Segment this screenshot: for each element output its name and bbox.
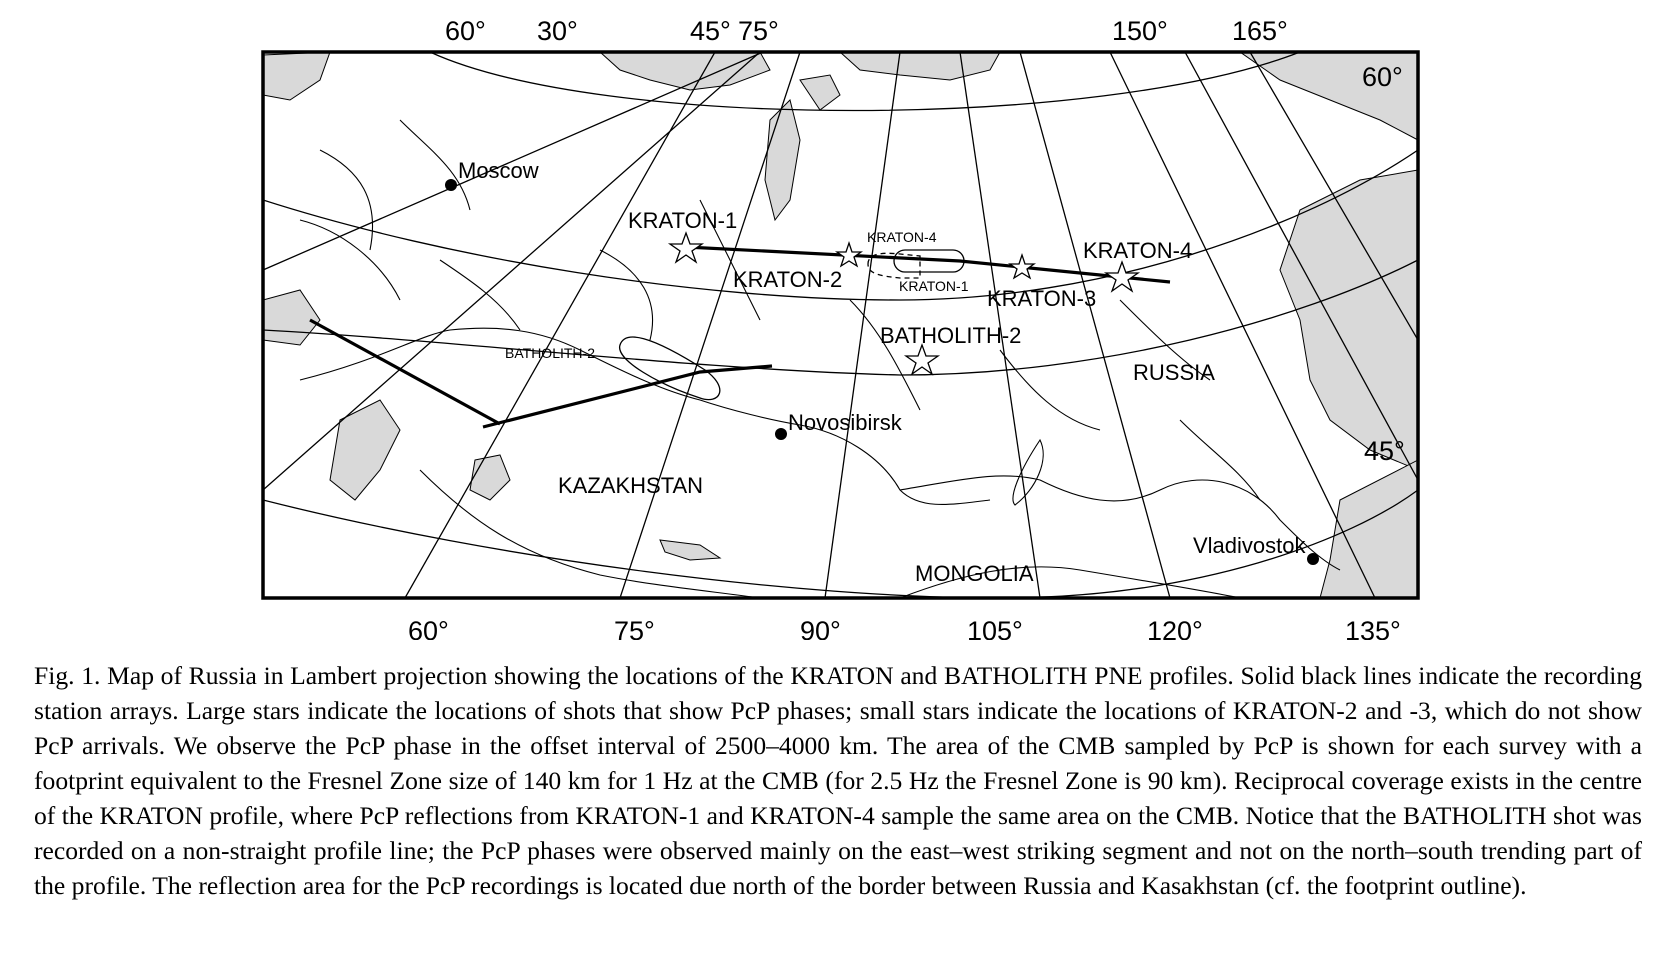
map-figure: 60° 30° 45° 75° 150° 165° 60° 75° 90° 10…: [261, 16, 1420, 640]
kraton4-footprint: [893, 249, 965, 273]
top-lon-label: 30°: [537, 16, 578, 46]
black-sea: [263, 289, 321, 346]
japan-sea: [1319, 459, 1418, 598]
lat-label: 45°: [1364, 436, 1405, 466]
bottom-lon-label: 105°: [967, 616, 1023, 640]
admin-lines-west: [299, 119, 521, 331]
profiles: [309, 245, 1171, 429]
footprint-label-kraton1: KRATON-1: [899, 278, 969, 294]
map-frame: [261, 50, 1420, 600]
profile-labels: KRATON-1 KRATON-2 KRATON-3 KRATON-4 BATH…: [628, 208, 1192, 348]
ob-gulf: [764, 99, 801, 222]
bottom-lon-label: 90°: [800, 616, 841, 640]
batholith-profile-ns: [309, 318, 501, 426]
top-lon-label: 60°: [445, 16, 486, 46]
caspian-sea: [329, 399, 401, 501]
lake-baikal: [1012, 438, 1044, 506]
kraton-profile-line: [685, 245, 1171, 284]
parallels: [263, 52, 1418, 598]
bottom-lon-label: 75°: [614, 616, 655, 640]
footprint-labels: KRATON-4 KRATON-1 BATHOLITH-2: [505, 229, 969, 361]
figure-caption: Fig. 1. Map of Russia in Lambert project…: [34, 661, 1642, 900]
meridians: [263, 52, 1418, 598]
okhotsk-sea: [1279, 169, 1418, 471]
profile-label-kraton3: KRATON-3: [987, 286, 1096, 311]
lat-label: 60°: [1362, 62, 1403, 92]
lake-balkhash: [659, 539, 722, 561]
yenisei-gulf: [799, 74, 841, 111]
top-lon-label: 45°: [690, 16, 731, 46]
batholith2-star: [903, 343, 941, 376]
city-label-moscow: Moscow: [458, 158, 539, 183]
kraton3-star: [1007, 252, 1037, 280]
kraton2-star: [834, 240, 864, 268]
city-labels: Moscow Novosibirsk Vladivostok: [458, 158, 1307, 558]
footprint-label-batholith2: BATHOLITH-2: [505, 345, 595, 361]
country-label-mongolia: MONGOLIA: [915, 561, 1034, 586]
sea-areas: [263, 52, 1418, 598]
batholith2-footprint: [619, 336, 721, 401]
profile-label-kraton4: KRATON-4: [1083, 238, 1192, 263]
profile-label-kraton2: KRATON-2: [733, 267, 842, 292]
vladivostok-dot: [1307, 553, 1319, 565]
barents-sea: [599, 52, 771, 91]
bottom-lon-label: 120°: [1147, 616, 1203, 640]
country-label-kazakhstan: KAZAKHSTAN: [558, 473, 703, 498]
footprint-label-kraton4: KRATON-4: [867, 229, 937, 245]
kara-sea: [839, 52, 1001, 81]
bottom-lon-labels: 60° 75° 90° 105° 120° 135°: [408, 616, 1401, 640]
border-china-mongolia: [899, 566, 1241, 598]
top-lon-label: 75°: [738, 16, 779, 46]
arctic-ocean-east: [1239, 52, 1418, 141]
top-lon-label: 150°: [1112, 16, 1168, 46]
top-lon-label: 165°: [1232, 16, 1288, 46]
batholith-profile-ew: [482, 364, 773, 429]
kraton1-star: [667, 231, 705, 264]
kraton4-star: [1103, 260, 1141, 293]
border-mongolia-russia: [899, 475, 1341, 571]
moscow-dot: [445, 179, 457, 191]
footprints: [619, 249, 965, 401]
city-label-novosibirsk: Novosibirsk: [788, 410, 903, 435]
border-kazakhstan-russia: [299, 327, 991, 505]
country-label-russia: RUSSIA: [1133, 360, 1215, 385]
kraton1-footprint: [867, 252, 921, 279]
top-lon-labels: 60° 30° 45° 75° 150° 165°: [445, 16, 1288, 46]
novosibirsk-dot: [775, 428, 787, 440]
shot-stars: [667, 231, 1141, 376]
admin-lines-east: [999, 299, 1261, 501]
baltic-area: [263, 52, 331, 101]
profile-label-kraton1: KRATON-1: [628, 208, 737, 233]
aral-sea: [469, 454, 511, 501]
admin-lines-central: [599, 199, 921, 411]
city-dots: [445, 179, 1319, 565]
bottom-lon-label: 60°: [408, 616, 449, 640]
country-labels: RUSSIA KAZAKHSTAN MONGOLIA: [558, 360, 1215, 586]
bottom-lon-label: 135°: [1345, 616, 1401, 640]
lat-labels: 60° 45°: [1362, 62, 1405, 466]
borders: [299, 119, 1341, 598]
border-kazakhstan-south: [419, 469, 761, 598]
city-label-vladivostok: Vladivostok: [1193, 533, 1307, 558]
profile-label-batholith2: BATHOLITH-2: [880, 323, 1021, 348]
